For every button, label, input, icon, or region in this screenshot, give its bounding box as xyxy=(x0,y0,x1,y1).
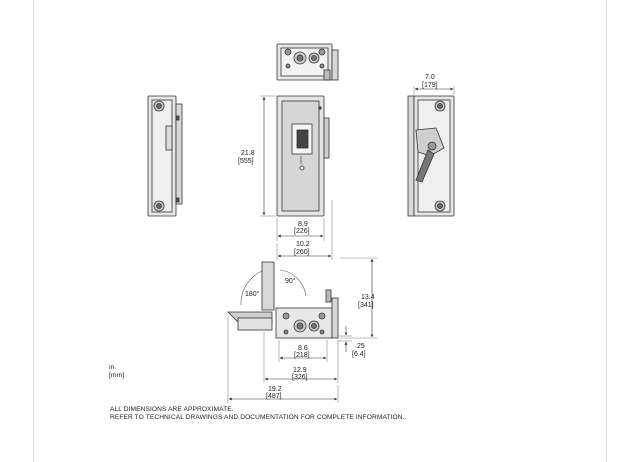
right-side-view xyxy=(407,95,455,217)
units-legend: in. [mm] xyxy=(109,364,124,380)
angle-open-label: 180° xyxy=(245,290,260,298)
base-inner-in: 8.6 xyxy=(298,345,308,352)
side-depth-dimension xyxy=(413,86,455,95)
front-height-mm: [555] xyxy=(238,158,254,165)
top-view xyxy=(276,43,339,81)
left-frame-line xyxy=(33,0,34,462)
side-depth-mm: [179] xyxy=(422,82,438,89)
offset-dimension xyxy=(338,326,352,352)
bottom-view xyxy=(227,261,339,339)
overall-width-in: 10.2 xyxy=(296,241,310,248)
front-height-in: 21.8 xyxy=(241,150,255,157)
units-millimeters: [mm] xyxy=(109,372,125,379)
offset-in: .25 xyxy=(355,343,365,350)
overall-width-dimension xyxy=(276,200,333,260)
units-inches: in. xyxy=(109,364,117,371)
reference-note: REFER TO TECHNICAL DRAWINGS AND DOCUMENT… xyxy=(110,414,405,421)
side-depth-in: 7.0 xyxy=(425,74,435,81)
base-overall-mm: [487] xyxy=(266,393,282,400)
front-width-in: 8.9 xyxy=(298,221,308,228)
handle-height-in: 13.4 xyxy=(361,294,375,301)
front-width-mm: [226] xyxy=(294,228,310,235)
front-height-dimension xyxy=(260,95,276,217)
offset-mm: [6.4] xyxy=(352,351,366,358)
left-side-view xyxy=(147,95,183,217)
base-inner-mm: [218] xyxy=(294,352,310,359)
right-frame-line xyxy=(606,0,607,462)
overall-width-mm: [260] xyxy=(294,249,310,256)
base-mid-mm: [326] xyxy=(292,374,308,381)
angle-right-label: 90° xyxy=(285,277,296,285)
front-width-dimension xyxy=(276,218,325,241)
base-overall-in: 19.2 xyxy=(268,386,282,393)
approximate-note: ALL DIMENSIONS ARE APPROXIMATE. xyxy=(110,406,234,413)
base-dimensions xyxy=(227,316,339,403)
handle-height-mm: [341] xyxy=(358,302,374,309)
front-view xyxy=(276,95,330,217)
handle-height-dimension xyxy=(340,257,378,339)
base-mid-in: 12.9 xyxy=(293,367,307,374)
